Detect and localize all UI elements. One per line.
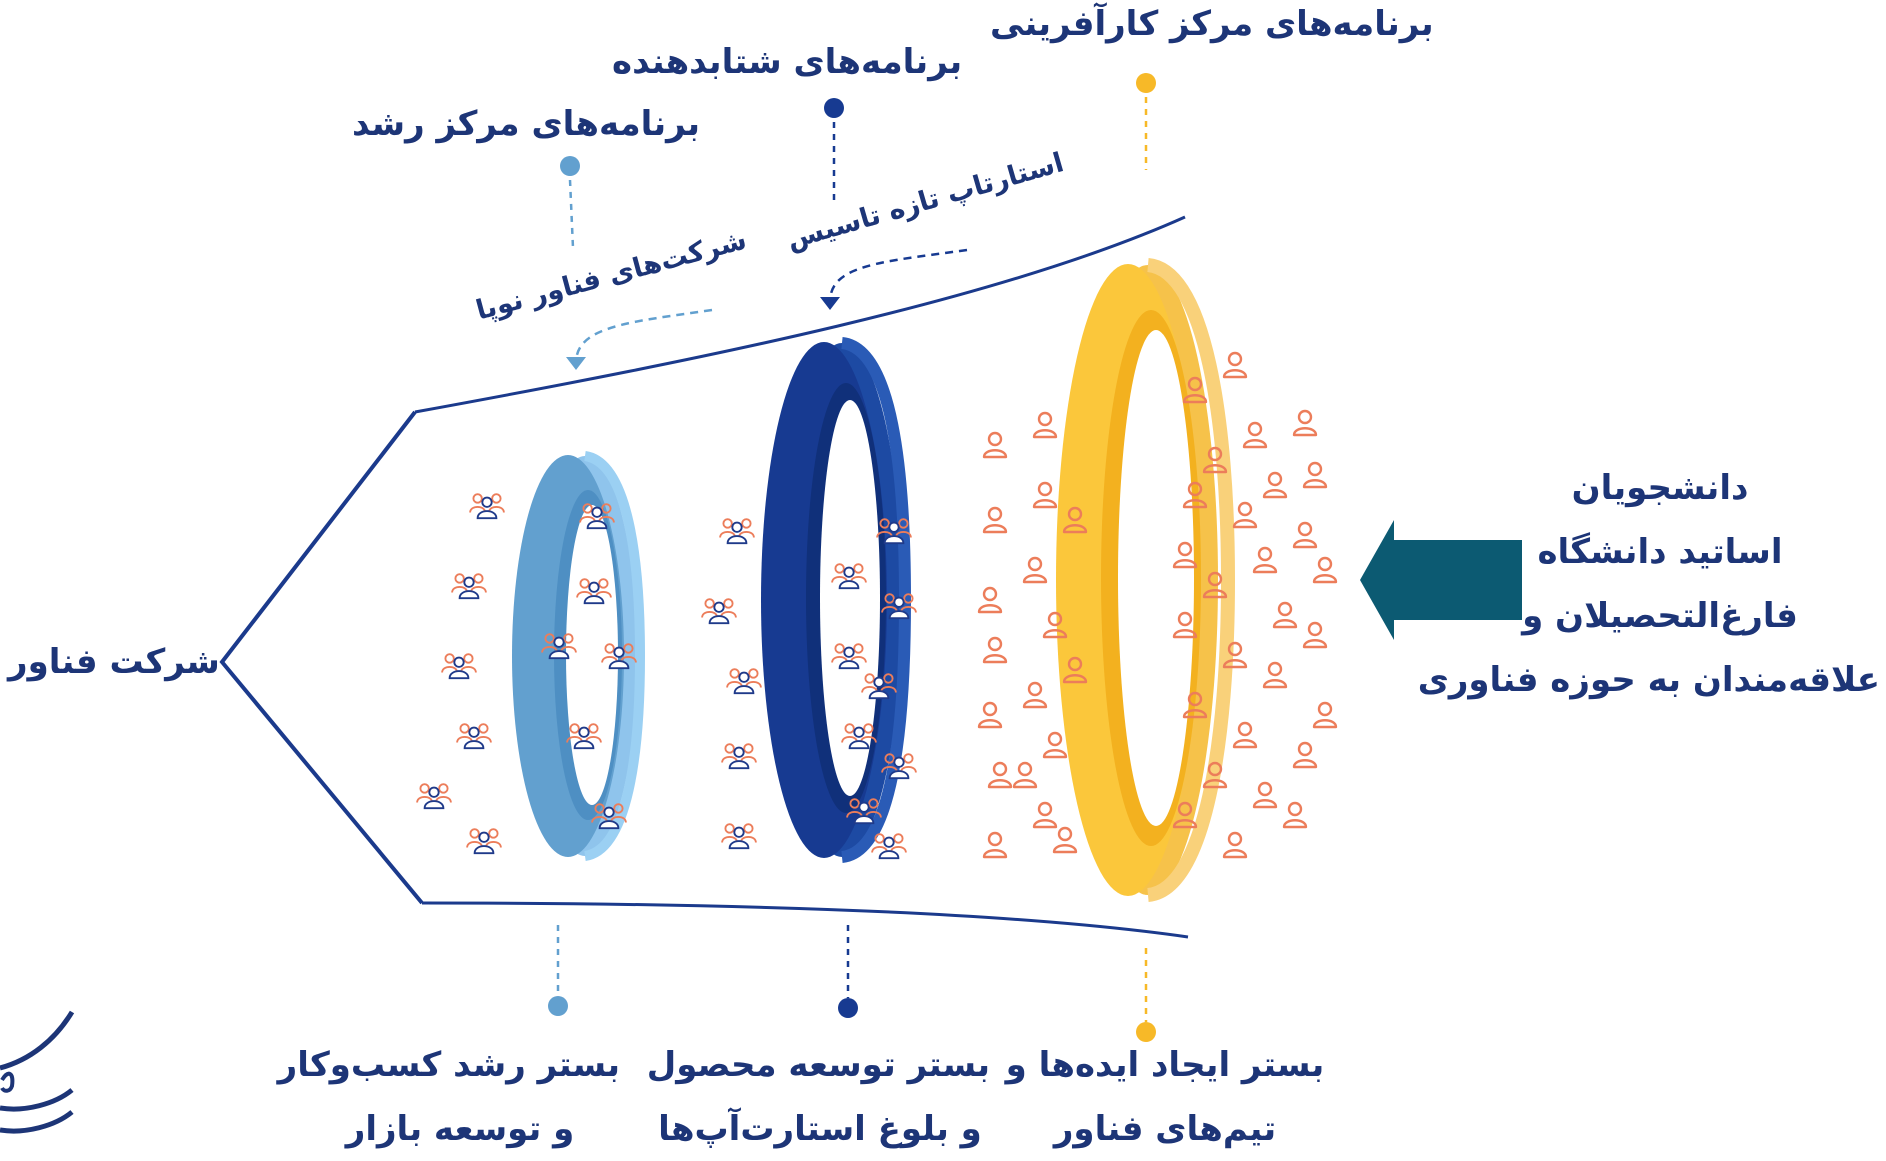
funnel-top-edge — [414, 215, 1186, 414]
group-icon — [466, 828, 502, 855]
audience-line-professors: اساتید دانشگاه — [1537, 532, 1783, 572]
person-icon — [1292, 741, 1318, 769]
funnel-bottom-edge — [421, 901, 1189, 939]
growth-programs-label: برنامه‌های مرکز رشد — [352, 104, 701, 144]
incubator-dot — [1136, 73, 1156, 93]
person-icon — [1262, 661, 1288, 689]
group-icon — [726, 668, 762, 695]
ideas-platform-label: بستر ایجاد ایده‌ها و تیم‌های فناور — [1000, 1033, 1330, 1161]
growth-dot — [560, 156, 580, 176]
person-icon — [1262, 471, 1288, 499]
logo-waves — [0, 1010, 75, 1134]
group-icon — [451, 573, 487, 600]
person-icon — [987, 761, 1013, 789]
ideas-platform-line1: بستر ایجاد ایده‌ها و — [1005, 1045, 1325, 1085]
audience-line-students: دانشجویان — [1571, 468, 1749, 508]
group-icon — [721, 823, 757, 850]
person-icon — [982, 636, 1008, 664]
tech-company-label: شرکت فناور — [8, 642, 220, 682]
growth-platform-line2: و توسعه بازار — [345, 1109, 575, 1149]
person-icon — [1232, 721, 1258, 749]
person-icon — [977, 586, 1003, 614]
person-icon — [1252, 546, 1278, 574]
accelerator-programs-label: برنامه‌های شتابدهنده — [612, 42, 963, 82]
person-icon — [1312, 701, 1338, 729]
person-icon — [1022, 681, 1048, 709]
person-icon — [1292, 409, 1318, 437]
group-icon — [416, 783, 452, 810]
person-icon — [1032, 801, 1058, 829]
group-icon — [871, 833, 907, 860]
person-icon — [1312, 556, 1338, 584]
person-icon — [1032, 411, 1058, 439]
growth-platform-line1: بستر رشد کسب‌و‌کار — [277, 1045, 620, 1085]
person-icon — [977, 701, 1003, 729]
person-icon — [1022, 556, 1048, 584]
dark-blue-ring — [761, 337, 912, 863]
person-icon — [1272, 601, 1298, 629]
accelerator-dot — [824, 98, 844, 118]
product-dot — [838, 998, 858, 1018]
group-icon — [456, 723, 492, 750]
person-icon — [1222, 351, 1248, 379]
yellow-ring — [1056, 258, 1236, 902]
product-platform-line2: و بلوغ استارت‌آپ‌ها — [658, 1109, 982, 1149]
arrow-down-icon — [820, 297, 840, 310]
person-icon — [1242, 421, 1268, 449]
person-icon — [1252, 781, 1278, 809]
funnel-tip — [219, 410, 424, 905]
audience-line-enthusiasts: علاقه‌مندان به حوزه فناوری — [1417, 660, 1880, 700]
group-icon — [719, 518, 755, 545]
growth-bottom-dot — [548, 996, 568, 1016]
person-icon — [1012, 761, 1038, 789]
product-platform-label: بستر توسعه محصول و بلوغ استارت‌آپ‌ها — [646, 1033, 990, 1161]
person-icon — [982, 506, 1008, 534]
person-icon — [1032, 481, 1058, 509]
incubator-programs-label: برنامه‌های مرکز کار‌آفرینی — [990, 4, 1434, 44]
person-icon — [982, 831, 1008, 859]
product-platform-line1: بستر توسعه محصول — [646, 1045, 990, 1085]
person-icon — [1302, 621, 1328, 649]
person-icon — [1232, 501, 1258, 529]
audience-line-graduates: فارغ‌التحصیلان و — [1522, 596, 1798, 636]
group-icon — [441, 653, 477, 680]
arrow-left-icon — [1360, 520, 1522, 640]
person-icon — [1282, 801, 1308, 829]
group-icon — [469, 493, 505, 520]
group-icon — [701, 598, 737, 625]
person-icon — [1052, 826, 1078, 854]
person-icon — [1302, 461, 1328, 489]
arrow-down-icon — [566, 357, 586, 370]
person-icon — [1222, 831, 1248, 859]
ideas-dot — [1136, 1022, 1156, 1042]
person-icon — [1042, 731, 1068, 759]
group-icon — [721, 743, 757, 770]
ideas-platform-line2: تیم‌های فناور — [1053, 1109, 1277, 1149]
audience-label: دانشجویان اساتید دانشگاه فارغ‌التحصیلان … — [1417, 456, 1880, 712]
person-icon — [982, 431, 1008, 459]
person-icon — [1292, 521, 1318, 549]
growth-platform-label: بستر رشد کسب‌و‌کار و توسعه بازار — [277, 1033, 620, 1161]
